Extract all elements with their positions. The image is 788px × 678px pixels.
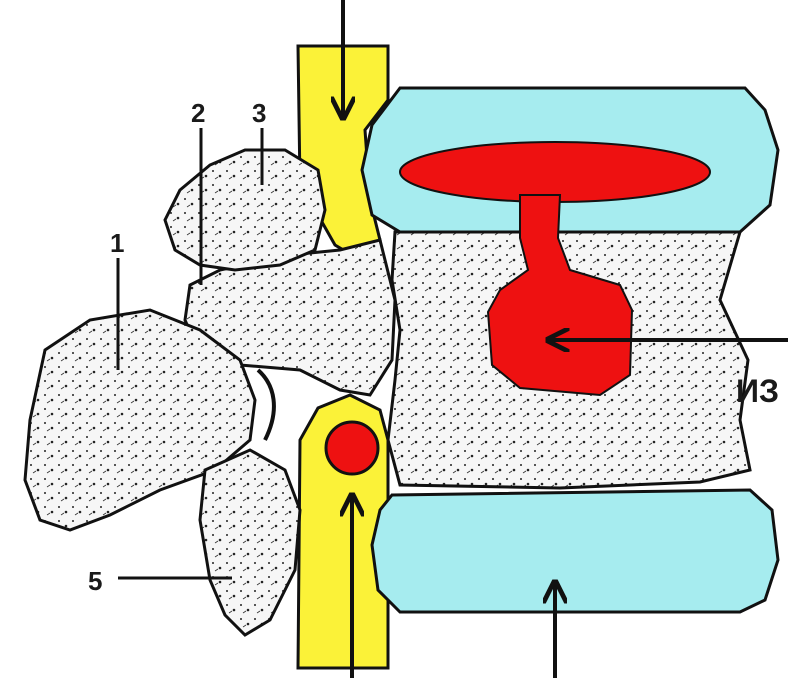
inferior-articular-process [200, 450, 300, 635]
label-1: 1 [110, 228, 124, 258]
superior-articular-process [165, 150, 325, 270]
side-text: ИЗ [736, 373, 779, 409]
label-3: 3 [252, 98, 266, 128]
nerve-root [326, 422, 378, 474]
label-5: 5 [88, 566, 102, 596]
facet-joint-line [258, 370, 274, 440]
herniation-nucleus [400, 142, 710, 202]
label-2: 2 [191, 98, 205, 128]
lower-disc [372, 490, 778, 612]
